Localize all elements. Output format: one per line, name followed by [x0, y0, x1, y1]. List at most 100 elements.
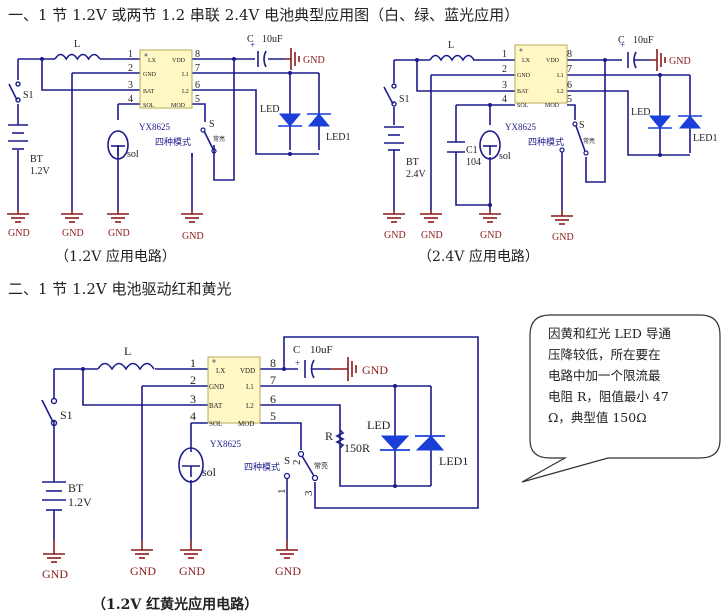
pin-name-l2: L2: [182, 89, 189, 95]
always-on-label: 常亮: [213, 135, 225, 143]
cap-label: C: [293, 344, 300, 356]
cap-label: C: [618, 35, 625, 46]
mode-label: 四种模式: [244, 461, 280, 472]
s1-label: S1: [399, 94, 410, 105]
ic-name: YX8625: [505, 122, 536, 132]
c1-label: C1: [466, 145, 478, 156]
switch-s-label: S: [209, 119, 215, 130]
gnd-label: GND: [8, 228, 30, 239]
s1-label: S1: [23, 90, 34, 101]
gnd-label: GND: [182, 231, 204, 242]
led-label: LED: [260, 104, 279, 115]
pin-name-mod: MOD: [171, 103, 186, 109]
battery-label: BT: [30, 154, 43, 165]
battery-voltage: 1.2V: [68, 495, 92, 509]
pin-num: 5: [567, 94, 572, 105]
led-label: LED: [367, 418, 391, 432]
led-label: LED: [631, 107, 650, 118]
switch-pin-3: 3: [303, 490, 315, 496]
led1-label: LED1: [326, 132, 350, 143]
gnd-label: GND: [421, 230, 443, 241]
pin-name-vdd: VDD: [240, 367, 255, 375]
pin-num: 5: [195, 94, 200, 105]
pin-name-gnd: GND: [209, 383, 224, 391]
pin-name-lx: LX: [148, 58, 157, 64]
pin-num: 2: [502, 64, 507, 75]
pin-name-l1: L1: [246, 383, 254, 391]
gnd-label: GND: [669, 56, 691, 67]
pin-name-bat: BAT: [209, 402, 223, 410]
section2-heading: 二、1 节 1.2V 电池驱动红和黄光: [8, 280, 232, 298]
pin-num: 8: [567, 49, 572, 60]
pin-num: 7: [270, 373, 276, 387]
pin-name-gnd: GND: [143, 72, 157, 78]
always-on-label: 常亮: [583, 137, 595, 145]
pin-name-l2: L2: [246, 402, 254, 410]
gnd-label: GND: [179, 564, 205, 578]
ic-name: YX8625: [139, 122, 170, 132]
circuit-3: L S1 BT 1.2V sol LX GND BAT SOL VDD L1 L…: [41, 336, 479, 581]
mode-label: 四种模式: [528, 136, 564, 147]
circuit-1: L S1 BT 1.2V sol LX GND BAT SOL VDD L1 L…: [6, 34, 350, 242]
section1-heading: 一、1 节 1.2V 或两节 1.2 串联 2.4V 电池典型应用图（白、绿、蓝…: [8, 6, 520, 24]
resistor-label: R: [325, 429, 333, 443]
gnd-label: GND: [42, 567, 68, 581]
battery-label: BT: [406, 157, 419, 168]
pin-name-l2: L2: [557, 89, 564, 95]
battery-voltage: 2.4V: [406, 169, 427, 180]
c1-value: 104: [466, 157, 481, 168]
pin-name-mod: MOD: [545, 103, 560, 109]
led-icon: [380, 435, 410, 451]
pin-num: 2: [190, 373, 196, 387]
ic-name: YX8625: [210, 439, 241, 449]
pin-name-sol: SOL: [517, 103, 529, 109]
gnd-label: GND: [275, 564, 301, 578]
callout-line: 压降较低，所在要在: [548, 347, 661, 362]
mode-label: 四种模式: [155, 136, 191, 147]
circuit-2: L S1 BT 2.4V C1 104 sol LX GND BAT SOL V…: [382, 35, 717, 243]
pin-num: 8: [270, 356, 276, 370]
circuit3-caption: （1.2V 红黄光应用电路）: [92, 597, 259, 613]
cap-value: 10uF: [633, 35, 654, 46]
always-on-label: 常亮: [314, 461, 328, 470]
pin-name-l1: L1: [182, 72, 189, 78]
pin-name-sol: SOL: [143, 103, 155, 109]
pin-name-vdd: VDD: [172, 58, 186, 64]
pin-num: 7: [567, 64, 572, 75]
inductor-label: L: [448, 40, 454, 51]
resistor-value: 150R: [344, 441, 370, 455]
pin-num: 4: [502, 94, 507, 105]
switch-s-label: S: [579, 120, 585, 131]
pin-name-lx: LX: [522, 58, 531, 64]
svg-text:+: +: [620, 40, 625, 50]
cap-label: C: [247, 34, 254, 45]
pin-num: 7: [195, 63, 200, 74]
gnd-label: GND: [108, 228, 130, 239]
pin-num: 4: [128, 94, 133, 105]
gnd-label: GND: [480, 230, 502, 241]
led-icon: [648, 115, 672, 129]
pin-num: 3: [190, 392, 196, 406]
circuit2-caption: （2.4V 应用电路）: [418, 249, 539, 265]
pin-name-gnd: GND: [517, 73, 531, 79]
cap-value: 10uF: [310, 344, 333, 356]
pin-num: 2: [128, 63, 133, 74]
pin-num: 8: [195, 49, 200, 60]
callout-line: 电路中加一个限流最: [548, 368, 661, 383]
pin-num: 5: [270, 409, 276, 423]
callout-line: 因黄和红光 LED 导通: [548, 326, 671, 341]
pin-num: 1: [128, 49, 133, 60]
callout-bubble: [521, 314, 721, 483]
switch-pin-2: 2: [291, 460, 303, 466]
led1-icon: [415, 435, 445, 451]
s1-label: S1: [60, 408, 73, 422]
callout-line: 电阻 R，阻值最小 47: [548, 389, 669, 404]
pin-num: 3: [502, 80, 507, 91]
callout-text: 因黄和红光 LED 导通 压降较低，所在要在 电路中加一个限流最 电阻 R，阻值…: [548, 323, 671, 428]
pin-name-lx: LX: [216, 367, 225, 375]
callout-line: Ω，典型值 150Ω: [548, 410, 647, 425]
switch-pin-1: 1: [276, 489, 288, 495]
pin-num: 3: [128, 80, 133, 91]
sol-label: sol: [499, 151, 511, 162]
switch-s-label: S: [284, 455, 290, 467]
